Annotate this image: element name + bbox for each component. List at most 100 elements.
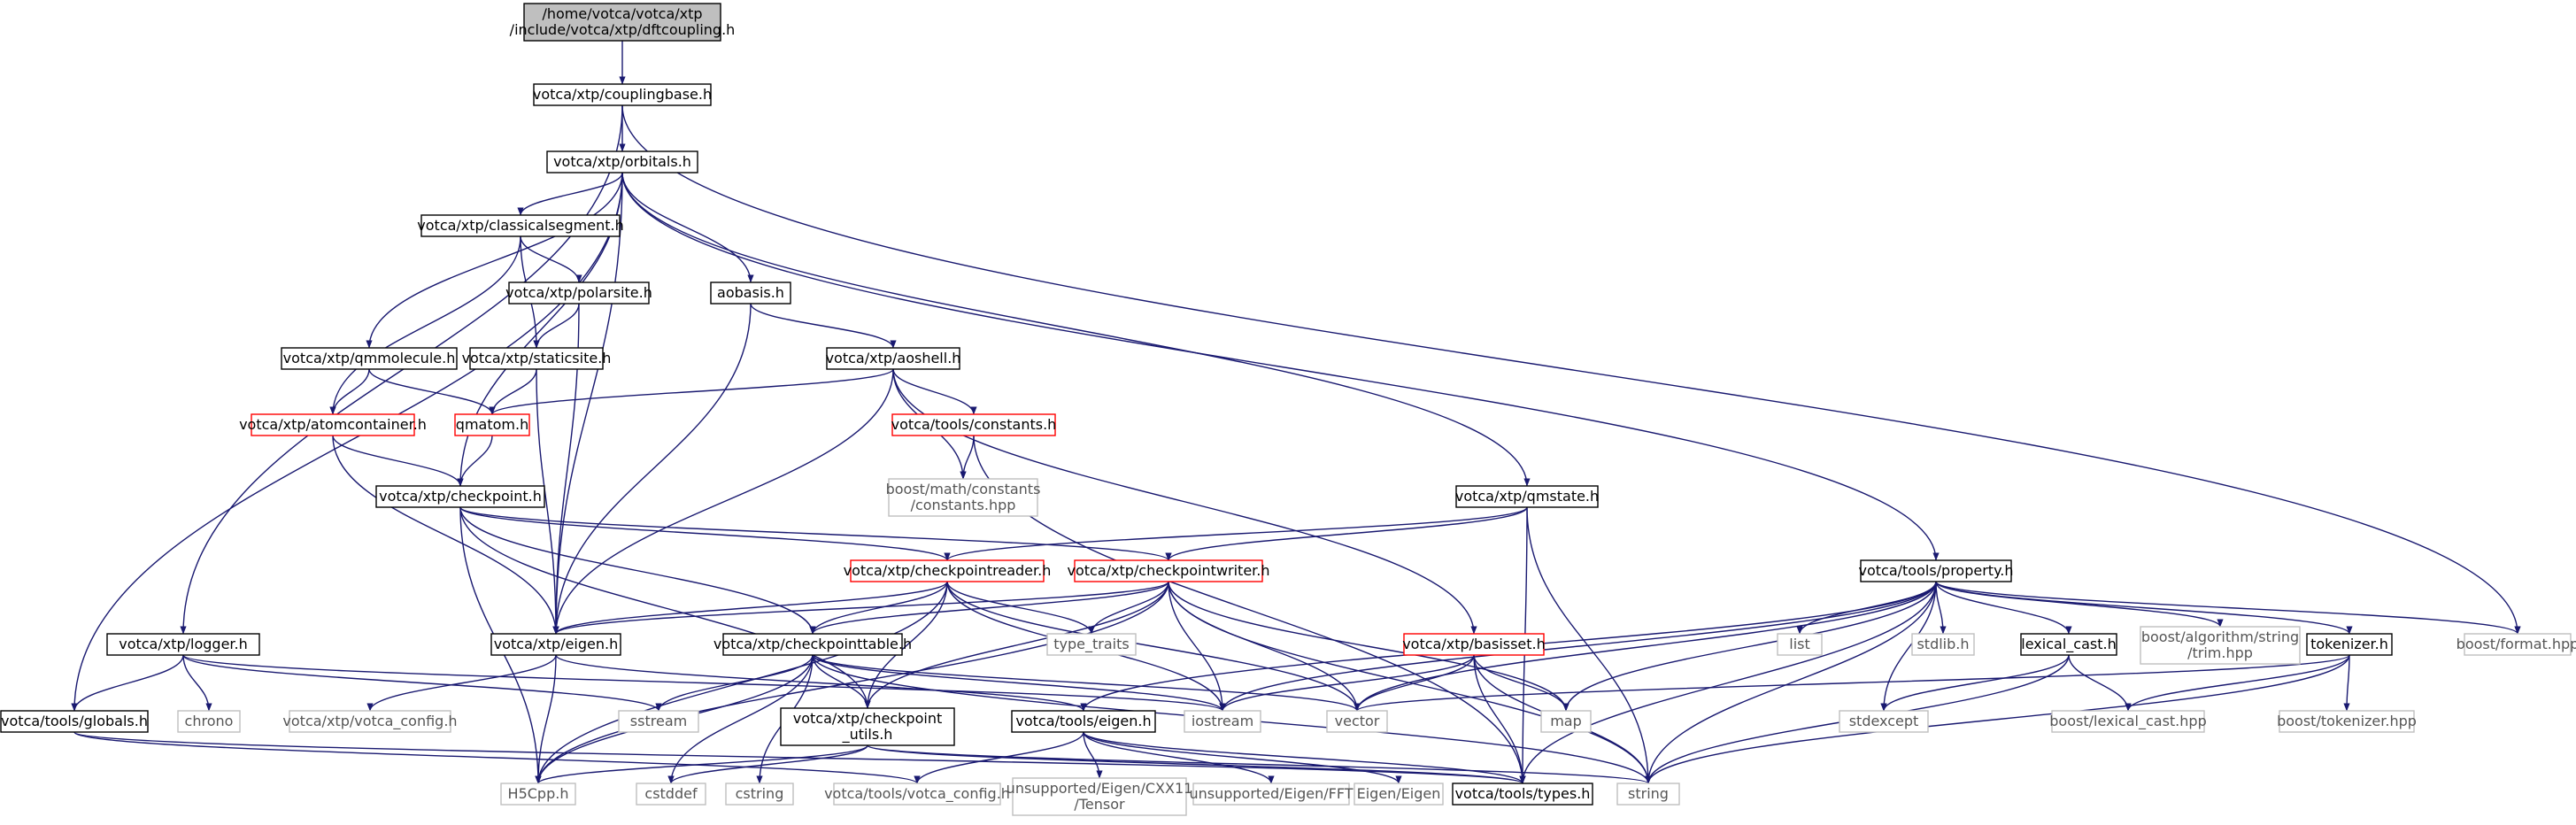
node-label-h5cpp: H5Cpp.h — [508, 785, 569, 802]
node-label-globals: votca/tools/globals.h — [1, 713, 148, 729]
node-orbitals[interactable]: votca/xtp/orbitals.h — [546, 150, 698, 173]
node-label-lexicalcast: lexical_cast.h — [2021, 636, 2116, 653]
include-edge-checkpointwriter-to-map — [1168, 581, 1570, 712]
include-edge-checkpointreader-to-xtpeigen — [552, 581, 948, 635]
node-stdexcept: stdexcept — [1839, 710, 1929, 733]
include-edge-property-to-lexicalcast — [1935, 581, 2072, 635]
include-edge-staticsite-to-xtpeigen — [536, 368, 559, 635]
node-box-tokenizer — [2306, 633, 2393, 656]
node-constants[interactable]: votca/tools/constants.h — [891, 413, 1057, 436]
include-edge-lexicalcast-to-boostlexicalcast — [2068, 654, 2132, 712]
include-edge-checkpointutils-to-cstddef — [667, 744, 868, 784]
node-box-qmstate — [1455, 485, 1599, 508]
node-checkpoint[interactable]: votca/xtp/checkpoint.h — [375, 485, 545, 508]
node-checkpointtable[interactable]: votca/xtp/checkpointtable.h — [713, 633, 912, 656]
node-box-xtpeigen — [490, 633, 621, 656]
include-edge-checkpointwriter-to-iostream — [1168, 581, 1226, 712]
node-label-sstream: sstream — [630, 713, 687, 729]
node-map: map — [1540, 710, 1592, 733]
node-box-checkpoint — [375, 485, 545, 508]
include-edge-qmstate-to-checkpointreader — [944, 506, 1528, 561]
node-box-string — [1616, 783, 1680, 806]
node-label-vector: vector — [1335, 713, 1380, 729]
include-edge-toolseigen-to-cxx11tensor — [1083, 731, 1103, 779]
node-types[interactable]: votca/tools/types.h — [1452, 783, 1593, 806]
node-label-typetraits: type_traits — [1053, 636, 1129, 653]
node-checkpointutils[interactable]: votca/xtp/checkpoint_utils.h — [780, 707, 955, 746]
node-stdlib: stdlib.h — [1911, 633, 1975, 656]
include-edge-basisset-to-iostream — [1219, 654, 1475, 712]
node-box-list — [1777, 633, 1823, 656]
include-edge-xtpeigen-to-h5cpp — [535, 654, 557, 784]
include-edge-logger-to-iostream — [182, 654, 1226, 712]
node-aobasis[interactable]: aobasis.h — [710, 281, 791, 305]
node-box-basisset — [1403, 633, 1545, 656]
node-label-cxx11tensor: unsupported/Eigen/CXX11 — [1006, 780, 1193, 797]
node-xtpeigen[interactable]: votca/xtp/eigen.h — [490, 633, 621, 656]
include-edge-property-to-iostream — [1219, 581, 1937, 712]
node-label-map: map — [1550, 713, 1582, 729]
node-polarsite[interactable]: votca/xtp/polarsite.h — [505, 281, 652, 305]
node-cxx11tensor: unsupported/Eigen/CXX11/Tensor — [1006, 777, 1193, 816]
include-edge-aoshell-to-constants — [892, 368, 977, 415]
node-label-string: string — [1628, 785, 1669, 802]
node-globals[interactable]: votca/tools/globals.h — [0, 710, 149, 733]
include-edge-qmatom-to-checkpoint — [457, 435, 493, 487]
node-qmatom[interactable]: qmatom.h — [454, 413, 530, 436]
node-aoshell[interactable]: votca/xtp/aoshell.h — [826, 347, 961, 370]
node-root[interactable]: /home/votca/votca/xtp/include/votca/xtp/… — [510, 3, 736, 42]
node-box-boostformat — [2464, 633, 2572, 656]
node-box-staticsite — [469, 347, 604, 370]
include-edge-classicalsegment-to-polarsite — [520, 235, 582, 283]
node-label-toolseigen: votca/tools/eigen.h — [1015, 713, 1151, 729]
include-edge-property-to-types — [1519, 581, 1937, 784]
include-edge-qmmolecule-to-qmatom — [368, 368, 496, 415]
node-label-root: /home/votca/votca/xtp — [542, 5, 702, 22]
include-edge-toolseigen-to-eigeneigen — [1083, 731, 1402, 784]
node-box-stdlib — [1911, 633, 1975, 656]
include-edge-property-to-tokenizer — [1935, 581, 2353, 635]
node-property[interactable]: votca/tools/property.h — [1859, 559, 2014, 582]
include-edge-checkpointreader-to-checkpointutils — [864, 581, 948, 709]
node-box-globals — [0, 710, 149, 733]
include-edge-polarsite-to-staticsite — [533, 303, 580, 349]
node-box-xtpvotcaconfig — [289, 710, 451, 733]
node-qmstate[interactable]: votca/xtp/qmstate.h — [1455, 485, 1599, 508]
node-checkpointwriter[interactable]: votca/xtp/checkpointwriter.h — [1067, 559, 1270, 582]
node-box-aobasis — [710, 281, 791, 305]
node-staticsite[interactable]: votca/xtp/staticsite.h — [462, 347, 612, 370]
node-box-vector — [1326, 710, 1388, 733]
node-toolseigen[interactable]: votca/tools/eigen.h — [1011, 710, 1156, 733]
node-logger[interactable]: votca/xtp/logger.h — [106, 633, 260, 656]
node-tokenizer[interactable]: tokenizer.h — [2306, 633, 2393, 656]
node-basisset[interactable]: votca/xtp/basisset.h — [1402, 633, 1546, 656]
node-label-qmmolecule: votca/xtp/qmmolecule.h — [283, 350, 456, 366]
include-edge-orbitals-to-classicalsegment — [517, 172, 623, 216]
node-box-stdexcept — [1839, 710, 1929, 733]
include-edge-orbitals-to-globals — [71, 172, 623, 712]
include-edge-checkpointutils-to-string — [867, 744, 1652, 784]
node-boostformat: boost/format.hpp — [2456, 633, 2576, 656]
node-label-boostconstants: boost/math/constants — [886, 481, 1041, 497]
node-label-logger: votca/xtp/logger.h — [119, 636, 248, 652]
node-label-boosttokenizer: boost/tokenizer.hpp — [2277, 713, 2417, 729]
node-label-property: votca/tools/property.h — [1859, 562, 2014, 579]
node-qmmolecule[interactable]: votca/xtp/qmmolecule.h — [281, 347, 458, 370]
node-couplingbase[interactable]: votca/xtp/couplingbase.h — [533, 83, 712, 106]
node-box-boostconstants — [888, 478, 1038, 517]
node-label-stdexcept: stdexcept — [1849, 713, 1919, 729]
node-label-boostformat: boost/format.hpp — [2456, 636, 2576, 652]
node-atomcontainer[interactable]: votca/xtp/atomcontainer.h — [239, 413, 427, 436]
node-label-constants: votca/tools/constants.h — [891, 416, 1057, 433]
include-edge-checkpointtable-to-sstream — [655, 654, 814, 712]
node-classicalsegment[interactable]: votca/xtp/classicalsegment.h — [417, 214, 624, 237]
node-lexicalcast[interactable]: lexical_cast.h — [2020, 633, 2117, 656]
node-chrono: chrono — [177, 710, 241, 733]
node-eigeneigen: Eigen/Eigen — [1354, 783, 1444, 806]
node-box-eigeneigen — [1354, 783, 1444, 806]
node-label-checkpointreader: votca/xtp/checkpointreader.h — [844, 562, 1052, 579]
node-xtpvotcaconfig: votca/xtp/votca_config.h — [282, 710, 458, 733]
node-box-qmmolecule — [281, 347, 458, 370]
node-checkpointreader[interactable]: votca/xtp/checkpointreader.h — [844, 559, 1052, 582]
node-label-root: /include/votca/xtp/dftcoupling.h — [510, 21, 736, 38]
